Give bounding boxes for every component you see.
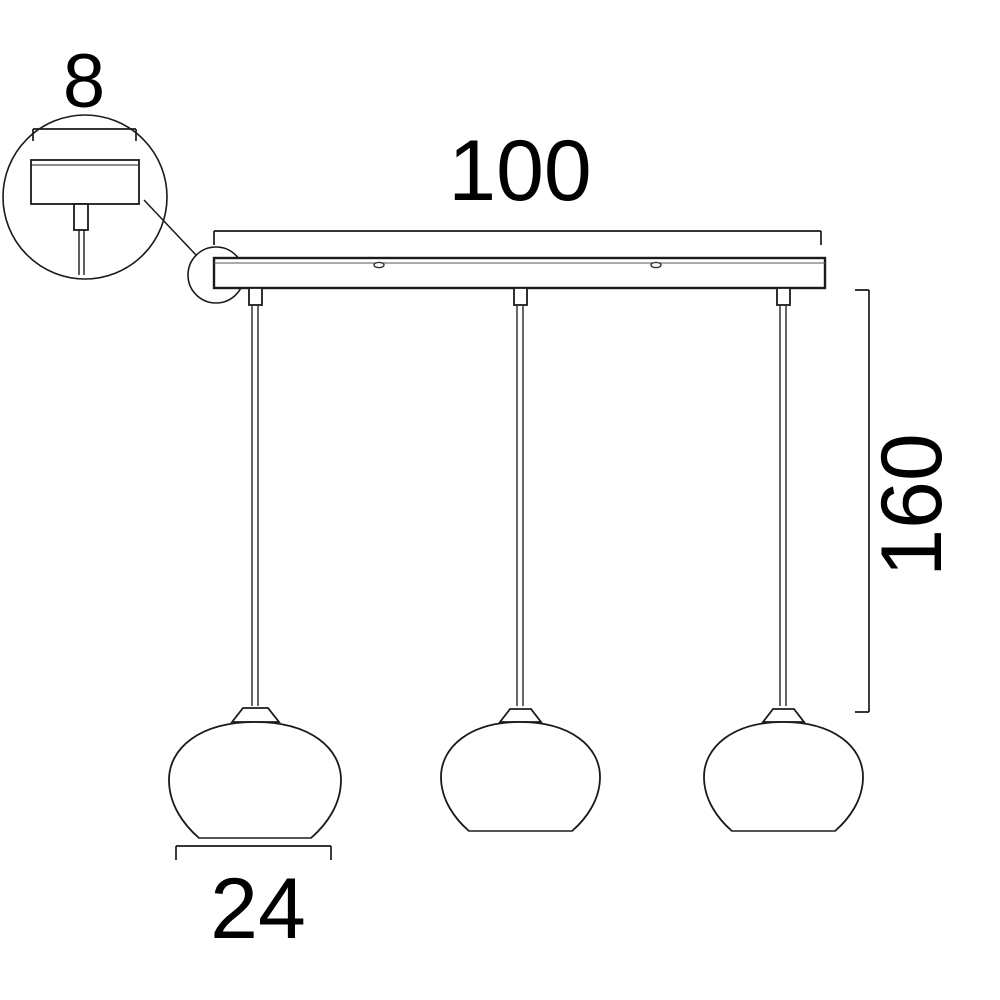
center-pendant-group	[440, 287, 601, 832]
left-pendant-group	[168, 287, 342, 839]
canopy-screw-left	[373, 261, 385, 269]
dimension-bracket-shade-24	[175, 845, 332, 860]
left-cable-grip	[248, 287, 263, 306]
detail-leader-line	[143, 199, 197, 256]
dimension-bracket-height-160	[855, 289, 870, 713]
center-shade-collar	[498, 708, 543, 723]
right-shade	[703, 721, 864, 832]
left-shade-collar	[230, 707, 281, 723]
dimension-label-100: 100	[448, 123, 592, 219]
center-cable-grip	[513, 287, 528, 306]
detail-cable-collar	[73, 203, 89, 231]
dimension-label-160: 160	[864, 433, 960, 577]
right-shade-collar	[761, 708, 806, 723]
dimension-height-group: 160	[855, 289, 960, 713]
dimension-shade-group: 24	[175, 845, 332, 957]
canopy-screw-right	[650, 261, 662, 269]
dimension-bracket-width-8	[32, 128, 137, 141]
dimension-label-8: 8	[63, 39, 105, 124]
detail-callout-group: 8	[2, 39, 245, 304]
dimension-length-group: 100	[213, 123, 822, 245]
right-cable-grip	[776, 287, 791, 306]
dimension-label-24: 24	[210, 861, 306, 957]
detail-canopy-section	[30, 159, 140, 205]
magnifier-circle-large	[2, 114, 168, 280]
canopy-bar-group	[212, 256, 827, 290]
left-shade	[168, 721, 342, 839]
right-pendant-group	[703, 287, 864, 832]
center-shade	[440, 721, 601, 832]
dimension-bracket-length-100	[213, 230, 822, 245]
